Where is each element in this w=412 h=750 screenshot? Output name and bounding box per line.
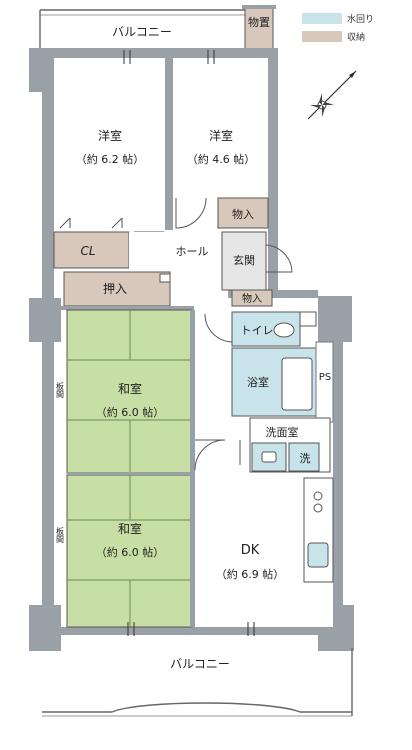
closet2-label: 物入: [242, 292, 262, 305]
balcony-bottom-label: バルコニー: [170, 657, 230, 671]
itama2-label: 板間: [56, 526, 65, 544]
legend: 水回り 収納: [302, 13, 374, 43]
walls: [29, 48, 354, 651]
western1-size: （約 6.2 帖）: [76, 152, 145, 166]
western2-name: 洋室: [209, 128, 233, 143]
itama1-label: 板間: [56, 381, 65, 399]
washitsu2-size: （約 6.0 帖）: [96, 545, 165, 559]
closet-lower: [231, 289, 273, 307]
entrance-label: 玄関: [233, 253, 255, 267]
toilet-label: トイレ: [241, 324, 274, 337]
legend-label-storage: 収納: [347, 31, 365, 43]
legend-swatch-storage: [302, 31, 342, 42]
compass-rose-icon: [307, 70, 357, 120]
dk-name: DK: [241, 543, 260, 558]
balcony-top-label: バルコニー: [112, 25, 172, 39]
hall-label: ホール: [176, 245, 209, 258]
closet1-label: 物入: [232, 207, 254, 221]
bath-label: 浴室: [247, 375, 269, 389]
entrance: [221, 231, 267, 291]
balcony-bottom: [42, 648, 353, 717]
washitsu2-name: 和室: [118, 521, 142, 536]
balcony-top: [39, 9, 247, 48]
washitsu1-name: 和室: [118, 381, 142, 396]
toilet-bowl-icon: [273, 322, 295, 338]
stove-burner-icon: [313, 491, 323, 501]
storage-top-label: 物置: [248, 15, 270, 29]
western-room-1: [54, 58, 165, 230]
oshiire: [63, 271, 171, 307]
western1-name: 洋室: [98, 128, 122, 143]
cl-label: CL: [80, 244, 95, 258]
dk-size: （約 6.9 帖）: [216, 567, 285, 581]
cl-closet: [53, 231, 130, 269]
washroom-label: 洗面室: [266, 425, 299, 439]
washer-label: 洗: [300, 452, 311, 465]
oshiire-label: 押入: [103, 282, 127, 296]
closet-upper: [217, 197, 269, 229]
bathtub-icon: [281, 357, 313, 411]
legend-swatch-wet: [302, 13, 342, 24]
legend-label-wet: 水回り: [347, 13, 374, 25]
ps-label: PS: [319, 372, 331, 383]
storage-top: [244, 7, 274, 56]
washer-space: [288, 442, 320, 472]
western-room-2: [173, 58, 268, 198]
washitsu1-size: （約 6.0 帖）: [96, 405, 165, 419]
kitchen-sink-icon: [307, 542, 329, 568]
western2-size: （約 4.6 帖）: [187, 152, 256, 166]
stove-burner-icon: [313, 503, 323, 513]
